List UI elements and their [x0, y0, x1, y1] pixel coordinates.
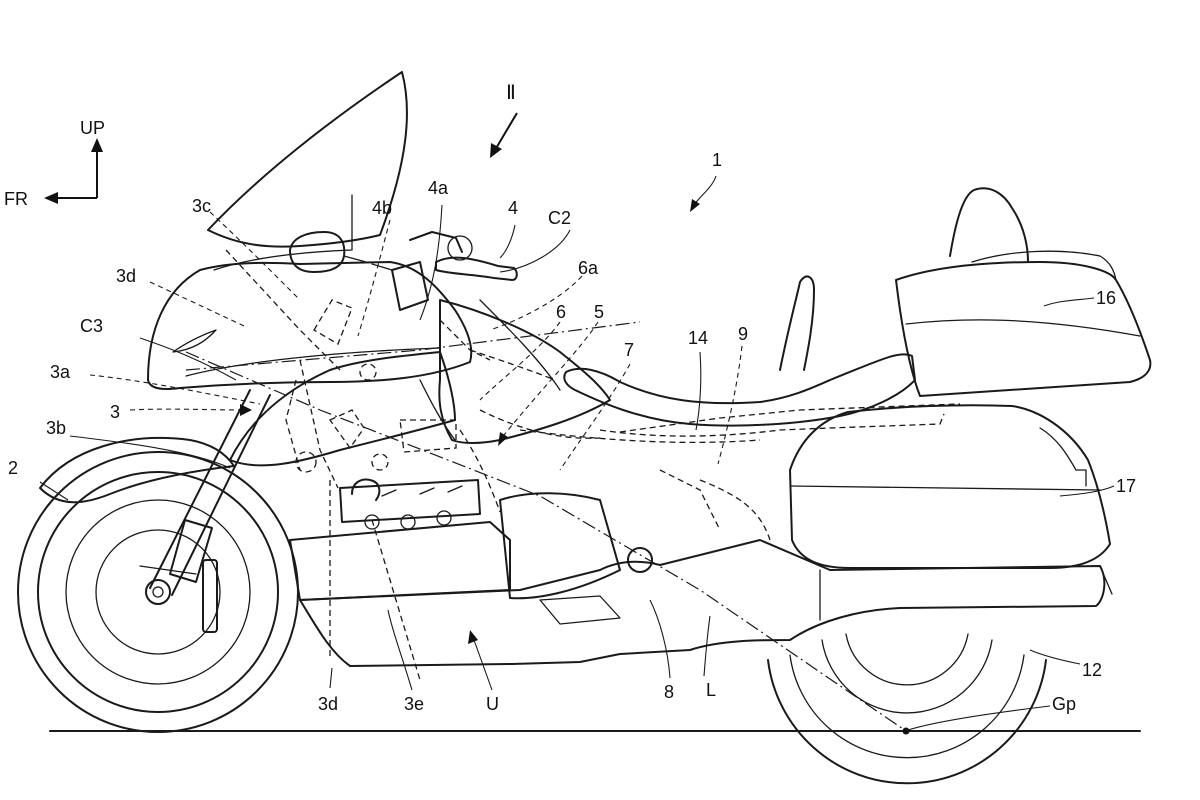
rear-pivot: [627, 547, 653, 573]
label-4: 4: [508, 198, 518, 218]
label-3: 3: [110, 402, 120, 422]
direction-indicator: UP FR: [4, 118, 105, 209]
body-center: [438, 299, 611, 444]
up-arrow-head-icon: [91, 138, 103, 152]
ground-contact-point-icon: [902, 727, 910, 735]
motorcycle-leader-icon: [693, 175, 717, 206]
rider-backrest: [779, 275, 815, 371]
engine-block: [289, 478, 511, 601]
label-4a: 4a: [428, 178, 449, 198]
motorcycle-callout: 1: [690, 150, 722, 212]
front-fork: [139, 389, 271, 596]
mirror: [289, 231, 367, 273]
body-accent: [419, 299, 561, 441]
axis-lines: [185, 321, 907, 732]
label-12: 12: [1082, 660, 1102, 680]
rear-panel: [819, 565, 1113, 621]
label-16: 16: [1096, 288, 1116, 308]
label-c3: C3: [80, 316, 103, 336]
passenger-backrest: [949, 187, 1029, 263]
label-4b: 4b: [372, 198, 392, 218]
label-3d-lower: 3d: [318, 694, 338, 714]
rear-fender: [1039, 427, 1087, 487]
label-14: 14: [688, 328, 708, 348]
motorcycle-label: 1: [712, 150, 722, 170]
label-2: 2: [8, 458, 18, 478]
front-arrow-head-icon: [44, 192, 58, 204]
windscreen: [207, 71, 408, 248]
label-7: 7: [624, 340, 634, 360]
top-box-lid: [905, 250, 1141, 337]
exhaust: [499, 492, 621, 600]
front-fairing: [147, 261, 473, 390]
fairing-vent: [172, 329, 217, 353]
label-9: 9: [738, 324, 748, 344]
fairing-line: [185, 347, 441, 377]
front-label: FR: [4, 189, 28, 209]
view-marker-label: Ⅱ: [506, 82, 516, 104]
leader-lines: [39, 204, 1115, 731]
rear-wheel: [767, 633, 1047, 785]
lower-cowl: [299, 539, 1106, 667]
label-8: 8: [664, 682, 674, 702]
label-5: 5: [594, 302, 604, 322]
label-6a: 6a: [578, 258, 599, 278]
label-u: U: [486, 694, 499, 714]
top-box: [895, 261, 1152, 397]
label-6: 6: [556, 302, 566, 322]
motorcycle-leader-head-icon: [690, 199, 700, 212]
label-gp: Gp: [1052, 694, 1076, 714]
label-l: L: [706, 680, 716, 700]
swingarm-cover: [539, 595, 621, 625]
callout-labels: 2 3b 3 3a C3 3d 3c 4b 4a 4 C2 6a 6 5 7 1…: [8, 178, 1136, 714]
front-fender: [39, 437, 235, 504]
label-3e: 3e: [404, 694, 424, 714]
side-case-line: [789, 485, 1101, 491]
label-3d-upper: 3d: [116, 266, 136, 286]
label-17: 17: [1116, 476, 1136, 496]
up-label: UP: [80, 118, 105, 138]
view-arrow-head-icon: [490, 143, 502, 158]
front-wheel: [17, 451, 299, 733]
label-3a: 3a: [50, 362, 71, 382]
hidden-components: [225, 249, 961, 681]
view-marker: Ⅱ: [490, 82, 518, 158]
label-3b: 3b: [46, 418, 66, 438]
view-arrow-icon: [494, 112, 518, 151]
handlebar-assembly: [371, 231, 518, 311]
label-c2: C2: [548, 208, 571, 228]
label-3c: 3c: [192, 196, 211, 216]
